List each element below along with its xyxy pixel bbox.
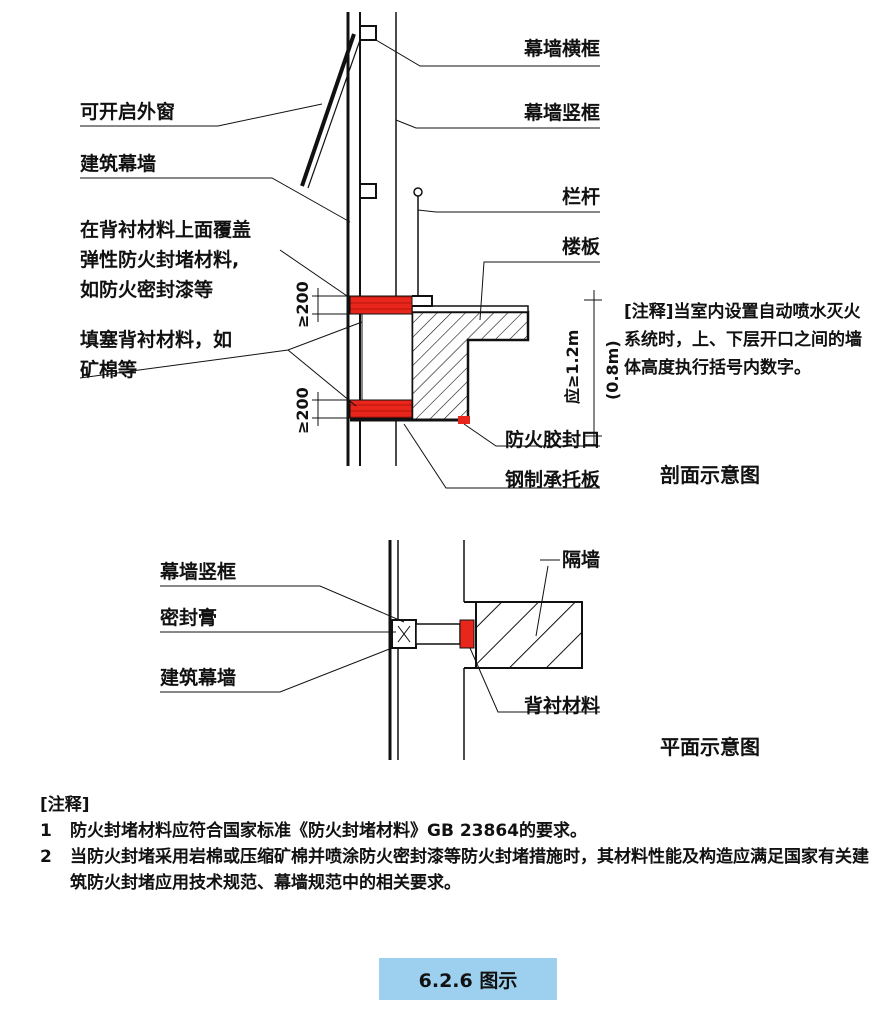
plan-label-building-curtain-wall: 建筑幕墙 bbox=[160, 666, 236, 689]
label-curtain-mullion: 幕墙竖框 bbox=[523, 101, 600, 124]
leader-lines bbox=[79, 39, 600, 489]
dimension-200-bottom bbox=[312, 392, 352, 426]
notes-block: [注释] 1 防火封堵材料应符合国家标准《防火封堵材料》GB 23864的要求。… bbox=[40, 792, 870, 896]
note-text: 防火封堵材料应符合国家标准《防火封堵材料》GB 23864的要求。 bbox=[70, 821, 587, 841]
plan-leader-lines bbox=[160, 559, 600, 713]
label-fill-line2: 矿棉等 bbox=[80, 358, 137, 381]
fire-seal-lower bbox=[349, 399, 413, 419]
label-fill-line1: 填塞背衬材料，如 bbox=[80, 328, 232, 351]
fire-seal-upper bbox=[349, 295, 413, 315]
section-caption: 剖面示意图 bbox=[660, 463, 760, 487]
openable-window-sash bbox=[300, 33, 356, 187]
label-railing: 栏杆 bbox=[562, 185, 600, 208]
label-openable-window: 可开启外窗 bbox=[80, 100, 175, 123]
side-note: [注释]当室内设置自动喷水灭火系统时，上、下层开口之间的墙体高度执行括号内数字。 bbox=[624, 302, 862, 378]
plan-backing-material bbox=[415, 623, 461, 645]
label-height-dim: 应≥1.2m bbox=[563, 330, 582, 404]
label-height-dim-alt: (0.8m) bbox=[603, 340, 622, 400]
transom-block-top bbox=[359, 25, 377, 41]
note-text: 当防火封堵采用岩棉或压缩矿棉并喷涂防火密封漆等防火封堵措施时，其材料性能及构造应… bbox=[70, 847, 869, 893]
label-fire-sealant: 防火胶封口 bbox=[505, 428, 600, 451]
label-curtain-transom: 幕墙横框 bbox=[523, 37, 600, 60]
label-dim-200-bottom: ≥200 bbox=[293, 387, 312, 434]
plan-partition-wall bbox=[464, 601, 583, 669]
label-dim-200-top: ≥200 bbox=[293, 281, 312, 328]
notes-heading: [注释] bbox=[40, 795, 90, 815]
label-building-curtain-wall: 建筑幕墙 bbox=[80, 152, 156, 175]
label-cover-line3: 如防火密封漆等 bbox=[80, 278, 213, 301]
plan-fire-seal bbox=[459, 619, 475, 649]
note-number: 2 bbox=[40, 847, 52, 867]
plan-view: 隔墙 幕墙竖框 密封膏 建筑幕墙 背衬材料 平面示意图 bbox=[159, 540, 760, 760]
openable-window-sash-inner bbox=[307, 39, 361, 189]
height-dimension bbox=[584, 290, 602, 446]
dimension-200-top bbox=[312, 288, 352, 322]
fire-sealant-mark bbox=[458, 416, 470, 424]
plan-label-backing-material: 背衬材料 bbox=[524, 694, 600, 717]
figure-title: 6.2.6 图示 bbox=[379, 958, 557, 1000]
label-steel-support: 钢制承托板 bbox=[505, 468, 601, 491]
label-cover-line1: 在背衬材料上面覆盖 bbox=[80, 218, 251, 241]
note-number: 1 bbox=[40, 821, 52, 841]
plan-label-sealant: 密封膏 bbox=[160, 606, 217, 629]
backing-material-fill bbox=[361, 313, 413, 401]
railing-top bbox=[413, 187, 423, 197]
floor-slab bbox=[410, 295, 530, 422]
plan-caption: 平面示意图 bbox=[660, 735, 760, 759]
section-view: 幕墙横框 可开启外窗 幕墙竖框 建筑幕墙 栏杆 在背衬材料上面覆盖 弹性防火封堵… bbox=[79, 12, 760, 491]
label-cover-line2: 弹性防火封堵材料, bbox=[80, 248, 239, 271]
label-floor-slab: 楼板 bbox=[562, 235, 601, 258]
transom-block-mid bbox=[359, 183, 377, 199]
note-item-2: 2 当防火封堵采用岩棉或压缩矿棉并喷涂防火密封漆等防火封堵措施时，其材料性能及构… bbox=[40, 844, 870, 896]
plan-label-curtain-mullion: 幕墙竖框 bbox=[159, 560, 236, 583]
plan-label-partition-wall: 隔墙 bbox=[562, 548, 600, 571]
note-item-1: 1 防火封堵材料应符合国家标准《防火封堵材料》GB 23864的要求。 bbox=[40, 818, 870, 844]
